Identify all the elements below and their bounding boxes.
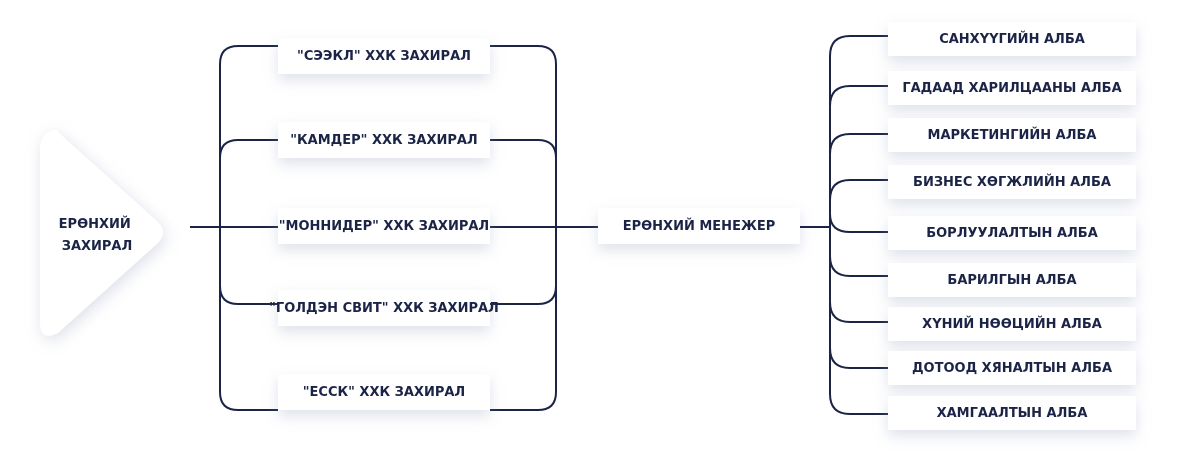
- director-card-2: "КАМДЕР" ХХК ЗАХИРАЛ: [278, 122, 490, 158]
- department-card-8: ДОТООД ХЯНАЛТЫН АЛБА: [888, 351, 1136, 385]
- department-card-bg: [888, 396, 1136, 430]
- department-label: БАРИЛГЫН АЛБА: [947, 273, 1076, 288]
- director-label: "КАМДЕР" ХХК ЗАХИРАЛ: [290, 133, 477, 148]
- department-card-bg: [888, 22, 1136, 56]
- inner-bracket-left: [219, 139, 278, 305]
- department-card-4: БИЗНЕС ХӨГЖЛИЙН АЛБА: [888, 165, 1136, 199]
- dept-bracket-outer: [829, 35, 888, 415]
- manager-node: ЕРӨНХИЙ МЕНЕЖЕР: [598, 208, 800, 244]
- department-card-2: ГАДААД ХАРИЛЦААНЫ АЛБА: [888, 71, 1136, 105]
- director-card-bg: [278, 208, 490, 244]
- director-label: "ГОЛДЭН СВИТ" ХХК ЗАХИРАЛ: [269, 301, 499, 316]
- department-card-bg: [888, 165, 1136, 199]
- dept-bracket-core: [829, 179, 888, 277]
- root-label: ЕРӨНХИЙ ЗАХИРАЛ: [59, 216, 136, 254]
- department-card-3: МАРКЕТИНГИЙН АЛБА: [888, 118, 1136, 152]
- director-card-5: "ЕССК" ХХК ЗАХИРАЛ: [278, 374, 490, 410]
- department-card-bg: [888, 307, 1136, 341]
- director-label: "ЕССК" ХХК ЗАХИРАЛ: [303, 385, 465, 400]
- department-card-bg: [888, 216, 1136, 250]
- dept-bracket-inner: [829, 133, 888, 323]
- department-label: БИЗНЕС ХӨГЖЛИЙН АЛБА: [913, 174, 1111, 190]
- director-card-bg: [278, 374, 490, 410]
- left-connectors: [190, 45, 598, 411]
- department-card-6: БАРИЛГЫН АЛБА: [888, 263, 1136, 297]
- department-label: ГАДААД ХАРИЛЦААНЫ АЛБА: [902, 81, 1121, 96]
- dept-bracket-mid: [829, 85, 888, 369]
- root-node: ЕРӨНХИЙ ЗАХИРАЛ: [40, 130, 163, 336]
- director-label: "СЭЭКЛ" ХХК ЗАХИРАЛ: [297, 49, 471, 64]
- department-card-bg: [888, 351, 1136, 385]
- department-card-1: САНХҮҮГИЙН АЛБА: [888, 22, 1136, 56]
- root-label-line-2: ЗАХИРАЛ: [62, 239, 133, 254]
- director-card-4: "ГОЛДЭН СВИТ" ХХК ЗАХИРАЛ: [269, 290, 499, 326]
- director-card-bg: [278, 122, 490, 158]
- departments-group: САНХҮҮГИЙН АЛБА ГАДААД ХАРИЛЦААНЫ АЛБА М…: [888, 22, 1136, 430]
- root-label-line-1: ЕРӨНХИЙ: [59, 216, 131, 232]
- department-card-9: ХАМГААЛТЫН АЛБА: [888, 396, 1136, 430]
- department-label: БОРЛУУЛАЛТЫН АЛБА: [926, 226, 1098, 241]
- inner-bracket-right: [490, 139, 557, 305]
- director-card-bg: [278, 290, 490, 326]
- root-triangle: [40, 130, 163, 336]
- department-label: ХАМГААЛТЫН АЛБА: [937, 406, 1088, 421]
- department-card-bg: [888, 71, 1136, 105]
- department-label: ДОТООД ХЯНАЛТЫН АЛБА: [912, 361, 1112, 376]
- director-card-bg: [278, 38, 490, 74]
- director-label: "МОННИДЕР" ХХК ЗАХИРАЛ: [279, 219, 489, 234]
- directors-group: "СЭЭКЛ" ХХК ЗАХИРАЛ "КАМДЕР" ХХК ЗАХИРАЛ…: [269, 38, 499, 410]
- manager-card-bg: [598, 208, 800, 244]
- manager-label: ЕРӨНХИЙ МЕНЕЖЕР: [623, 218, 776, 234]
- department-card-bg: [888, 263, 1136, 297]
- department-card-7: ХҮНИЙ НӨӨЦИЙН АЛБА: [888, 307, 1136, 341]
- right-connectors: [800, 35, 888, 415]
- department-label: ХҮНИЙ НӨӨЦИЙН АЛБА: [922, 316, 1102, 332]
- department-label: МАРКЕТИНГИЙН АЛБА: [928, 127, 1097, 143]
- department-label: САНХҮҮГИЙН АЛБА: [939, 31, 1085, 47]
- dept-tick-borluulalt: [829, 213, 888, 233]
- director-card-1: "СЭЭКЛ" ХХК ЗАХИРАЛ: [278, 38, 490, 74]
- director-card-3: "МОННИДЕР" ХХК ЗАХИРАЛ: [278, 208, 490, 244]
- department-card-5: БОРЛУУЛАЛТЫН АЛБА: [888, 216, 1136, 250]
- department-card-bg: [888, 118, 1136, 152]
